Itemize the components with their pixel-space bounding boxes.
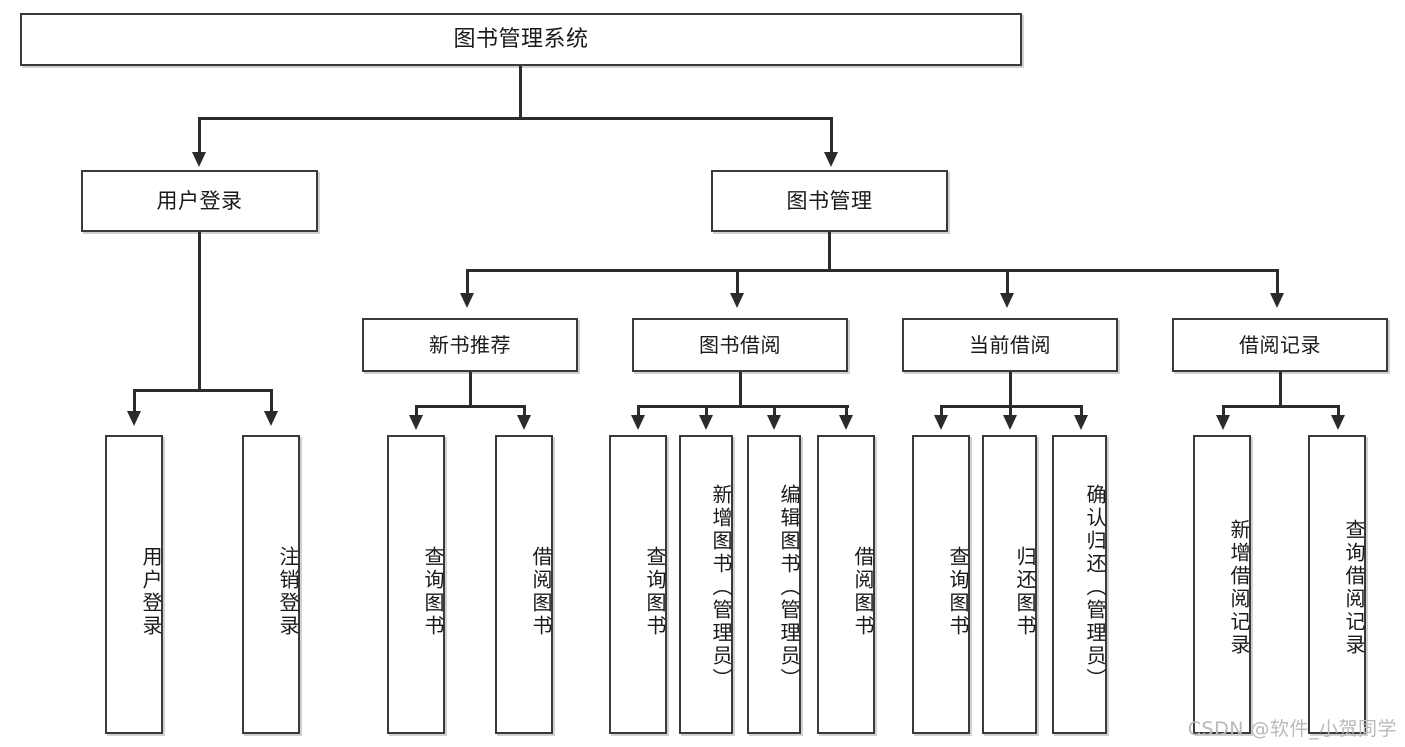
node-new-book-recommend[interactable]: 新书推荐 (362, 318, 578, 372)
leaf-book-borrow-add-book-admin[interactable]: 新增图书（管理员） (679, 435, 733, 734)
leaf-current-borrow-return-book[interactable]: 归还图书 (982, 435, 1037, 734)
connector-borrow-record-stem (1279, 372, 1282, 406)
connector-book-mgmt-stem (828, 232, 831, 270)
connector-book-mgmt-drop-1 (466, 269, 469, 293)
connector-book-borrow-stem (739, 372, 742, 406)
connector-current-borrow-bus (940, 405, 1083, 408)
node-book-management[interactable]: 图书管理 (711, 170, 948, 232)
connector-root-to-book-mgmt (830, 117, 833, 152)
connector-user-login-bus (133, 389, 270, 392)
leaf-user-login-logout[interactable]: 注销登录 (242, 435, 300, 734)
arrowhead-book-mgmt-child-1 (460, 293, 474, 308)
arrowhead-borrow-record-leaf-2 (1331, 415, 1345, 430)
connector-book-mgmt-drop-3 (1006, 269, 1009, 293)
connector-borrow-record-bus (1222, 405, 1339, 408)
leaf-borrow-record-query-record[interactable]: 查询借阅记录 (1308, 435, 1366, 734)
connector-borrow-record-drop-2 (1337, 405, 1340, 415)
leaf-new-book-borrow-book[interactable]: 借阅图书 (495, 435, 553, 734)
arrowhead-current-borrow-leaf-2 (1003, 415, 1017, 430)
connector-book-mgmt-drop-2 (736, 269, 739, 293)
leaf-book-borrow-query-book[interactable]: 查询图书 (609, 435, 667, 734)
connector-book-borrow-drop-4 (845, 405, 848, 415)
arrowhead-user-login-leaf-1 (127, 411, 141, 426)
connector-new-book-bus (415, 405, 526, 408)
arrowhead-book-mgmt-child-3 (1000, 293, 1014, 308)
connector-book-mgmt-bus (466, 269, 1278, 272)
leaf-user-login-login[interactable]: 用户登录 (105, 435, 163, 734)
arrowhead-borrow-record-leaf-1 (1216, 415, 1230, 430)
node-book-borrow[interactable]: 图书借阅 (632, 318, 848, 372)
node-user-login[interactable]: 用户登录 (81, 170, 318, 232)
arrowhead-book-borrow-leaf-1 (631, 415, 645, 430)
connector-new-book-drop-1 (415, 405, 418, 415)
connector-root-bus (198, 117, 832, 120)
node-root-system[interactable]: 图书管理系统 (20, 13, 1022, 66)
leaf-current-borrow-query-book[interactable]: 查询图书 (912, 435, 970, 734)
connector-current-borrow-drop-1 (940, 405, 943, 415)
connector-book-borrow-drop-3 (773, 405, 776, 415)
arrowhead-new-book-leaf-1 (409, 415, 423, 430)
leaf-book-borrow-edit-book-admin[interactable]: 编辑图书（管理员） (747, 435, 801, 734)
connector-current-borrow-drop-2 (1009, 405, 1012, 415)
connector-user-login-drop-2 (270, 389, 273, 411)
leaf-current-borrow-confirm-return-admin[interactable]: 确认归还（管理员） (1052, 435, 1107, 734)
connector-root-stem (519, 66, 522, 118)
connector-new-book-stem (469, 372, 472, 406)
connector-user-login-stem (198, 232, 201, 390)
connector-book-mgmt-drop-4 (1276, 269, 1279, 293)
node-current-borrow[interactable]: 当前借阅 (902, 318, 1118, 372)
arrowhead-current-borrow-leaf-1 (934, 415, 948, 430)
arrowhead-book-mgmt-child-2 (730, 293, 744, 308)
connector-current-borrow-drop-3 (1080, 405, 1083, 415)
arrowhead-root-to-book-mgmt (824, 152, 838, 167)
connector-root-to-user-login (198, 117, 201, 152)
arrowhead-root-to-user-login (192, 152, 206, 167)
connector-user-login-drop-1 (133, 389, 136, 411)
connector-book-borrow-bus (637, 405, 849, 408)
arrowhead-new-book-leaf-2 (517, 415, 531, 430)
arrowhead-current-borrow-leaf-3 (1074, 415, 1088, 430)
connector-book-borrow-drop-1 (637, 405, 640, 415)
leaf-book-borrow-borrow-book[interactable]: 借阅图书 (817, 435, 875, 734)
arrowhead-book-borrow-leaf-2 (699, 415, 713, 430)
arrowhead-book-mgmt-child-4 (1270, 293, 1284, 308)
connector-book-borrow-drop-2 (705, 405, 708, 415)
connector-borrow-record-drop-1 (1222, 405, 1225, 415)
leaf-borrow-record-add-record[interactable]: 新增借阅记录 (1193, 435, 1251, 734)
node-borrow-record[interactable]: 借阅记录 (1172, 318, 1388, 372)
arrowhead-user-login-leaf-2 (264, 411, 278, 426)
arrowhead-book-borrow-leaf-4 (839, 415, 853, 430)
arrowhead-book-borrow-leaf-3 (767, 415, 781, 430)
connector-new-book-drop-2 (523, 405, 526, 415)
leaf-new-book-query-book[interactable]: 查询图书 (387, 435, 445, 734)
connector-current-borrow-stem (1009, 372, 1012, 406)
